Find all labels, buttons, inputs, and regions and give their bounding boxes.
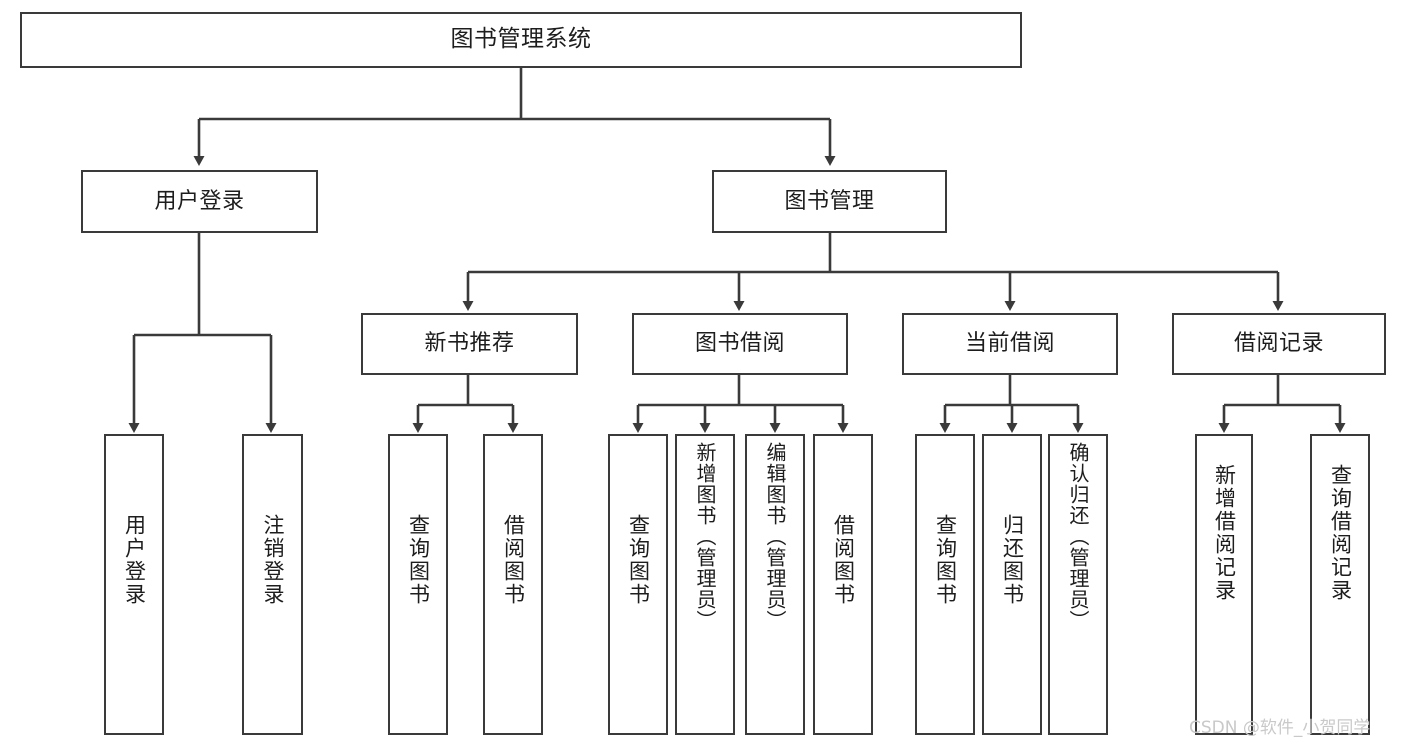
node-label: 新书推荐: [424, 331, 515, 357]
leaf-user-login-login[interactable]: 用户登录: [104, 434, 164, 735]
leaf-user-login-logout[interactable]: 注销登录: [242, 434, 303, 735]
node-label: 注销登录: [261, 514, 286, 606]
node-label: 查询图书: [626, 514, 651, 606]
node-label: 查询图书: [406, 514, 431, 606]
node-label: 归还图书: [1000, 514, 1025, 606]
node-book-management[interactable]: 图书管理: [712, 170, 947, 233]
node-label: 确认归还（管理员）: [1066, 442, 1090, 631]
node-label: 借阅图书: [501, 514, 526, 606]
node-label: 借阅图书: [831, 514, 856, 606]
node-label: 新增借阅记录: [1212, 464, 1237, 602]
node-label: 查询借阅记录: [1328, 464, 1353, 602]
node-label: 图书管理: [784, 188, 875, 214]
node-borrow-record[interactable]: 借阅记录: [1172, 313, 1386, 375]
node-label: 图书管理系统: [450, 26, 592, 53]
node-current-borrow[interactable]: 当前借阅: [902, 313, 1118, 375]
node-book-borrow[interactable]: 图书借阅: [632, 313, 848, 375]
leaf-current-return-book[interactable]: 归还图书: [982, 434, 1042, 735]
leaf-borrow-add-book-admin[interactable]: 新增图书（管理员）: [675, 434, 735, 735]
leaf-current-query-book[interactable]: 查询图书: [915, 434, 975, 735]
leaf-borrow-query-book[interactable]: 查询图书: [608, 434, 668, 735]
node-user-login[interactable]: 用户登录: [81, 170, 318, 233]
leaf-current-confirm-return-admin[interactable]: 确认归还（管理员）: [1048, 434, 1108, 735]
node-label: 新增图书（管理员）: [693, 442, 717, 631]
node-label: 图书借阅: [694, 331, 785, 357]
node-label: 用户登录: [154, 188, 245, 214]
node-label: 借阅记录: [1233, 331, 1324, 357]
leaf-recommend-borrow-book[interactable]: 借阅图书: [483, 434, 543, 735]
watermark: CSDN @软件_小贺同学: [1189, 718, 1371, 738]
leaf-borrow-borrow-book[interactable]: 借阅图书: [813, 434, 873, 735]
node-label: 查询图书: [933, 514, 958, 606]
node-root-system[interactable]: 图书管理系统: [20, 12, 1022, 68]
leaf-record-add-record[interactable]: 新增借阅记录: [1195, 434, 1253, 735]
node-label: 编辑图书（管理员）: [763, 442, 787, 631]
leaf-borrow-edit-book-admin[interactable]: 编辑图书（管理员）: [745, 434, 805, 735]
leaf-recommend-query-book[interactable]: 查询图书: [388, 434, 448, 735]
node-new-book-recommend[interactable]: 新书推荐: [361, 313, 578, 375]
leaf-record-query-record[interactable]: 查询借阅记录: [1310, 434, 1370, 735]
node-label: 当前借阅: [964, 331, 1055, 357]
node-label: 用户登录: [122, 514, 147, 606]
